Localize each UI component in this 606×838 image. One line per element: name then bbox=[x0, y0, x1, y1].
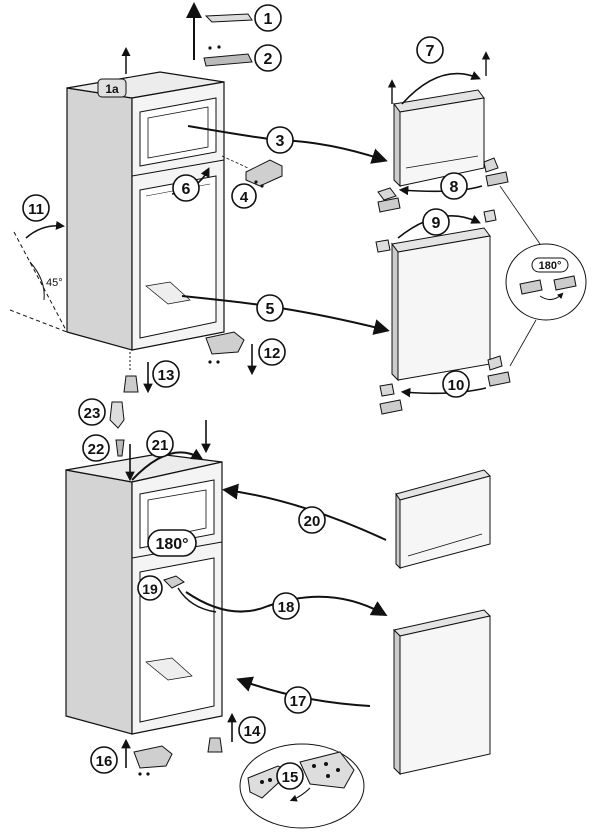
callout-11: 11 bbox=[22, 194, 50, 222]
callout-6: 6 bbox=[172, 174, 200, 202]
callout-21: 21 bbox=[146, 430, 174, 458]
fridge-door-bottom bbox=[393, 609, 491, 776]
callout-10: 10 bbox=[442, 370, 470, 398]
callout-17: 17 bbox=[284, 686, 312, 714]
svg-text:10: 10 bbox=[448, 377, 465, 394]
svg-text:5: 5 bbox=[266, 301, 275, 318]
callout-1: 1 bbox=[254, 4, 282, 32]
svg-text:19: 19 bbox=[142, 581, 158, 597]
arrow-20 bbox=[222, 483, 387, 541]
callout-2: 2 bbox=[254, 44, 282, 72]
svg-text:15: 15 bbox=[282, 769, 299, 786]
callout-9: 9 bbox=[422, 208, 450, 236]
svg-text:1: 1 bbox=[264, 11, 273, 28]
callout-1a: 1a bbox=[105, 82, 119, 96]
svg-text:1a: 1a bbox=[105, 82, 119, 96]
callout-19: 19 bbox=[137, 575, 163, 601]
svg-text:18: 18 bbox=[278, 599, 295, 616]
svg-text:11: 11 bbox=[28, 201, 44, 218]
svg-text:12: 12 bbox=[264, 345, 281, 362]
freezer-door-bottom bbox=[395, 469, 491, 570]
svg-text:16: 16 bbox=[96, 753, 113, 770]
callout-8: 8 bbox=[440, 172, 468, 200]
svg-text:9: 9 bbox=[432, 215, 441, 232]
callout-23: 23 bbox=[78, 398, 106, 426]
rotate-label-top: 180° bbox=[539, 260, 562, 272]
rotate-badge-bottom: 180° bbox=[147, 529, 197, 557]
svg-text:3: 3 bbox=[276, 133, 285, 150]
detail-circle-rotate bbox=[499, 185, 587, 367]
callout-7: 7 bbox=[416, 36, 444, 64]
angle-label: 45° bbox=[46, 277, 63, 289]
svg-text:22: 22 bbox=[88, 441, 105, 458]
svg-text:13: 13 bbox=[158, 367, 175, 384]
callout-5: 5 bbox=[256, 294, 284, 322]
callout-22: 22 bbox=[82, 434, 110, 462]
callout-3: 3 bbox=[266, 126, 294, 154]
callout-4: 4 bbox=[231, 183, 257, 209]
svg-text:23: 23 bbox=[84, 405, 101, 422]
svg-text:2: 2 bbox=[264, 51, 273, 68]
callout-20: 20 bbox=[298, 506, 326, 534]
callout-12: 12 bbox=[258, 338, 286, 366]
svg-text:7: 7 bbox=[426, 43, 435, 60]
callout-16: 16 bbox=[90, 746, 118, 774]
svg-text:180°: 180° bbox=[155, 536, 188, 553]
callout-13: 13 bbox=[152, 360, 180, 388]
svg-text:14: 14 bbox=[244, 723, 261, 740]
svg-text:8: 8 bbox=[450, 179, 459, 196]
svg-text:4: 4 bbox=[240, 189, 249, 206]
callout-15: 15 bbox=[276, 762, 304, 790]
arrow-18 bbox=[185, 591, 388, 616]
freezer-door-top bbox=[377, 51, 509, 213]
callout-18: 18 bbox=[272, 592, 300, 620]
svg-text:6: 6 bbox=[182, 181, 191, 198]
callout-14: 14 bbox=[238, 716, 266, 744]
fridge-door-top bbox=[375, 209, 511, 415]
svg-text:20: 20 bbox=[304, 513, 321, 530]
fridge-bottom-illustration bbox=[65, 401, 237, 776]
svg-text:21: 21 bbox=[152, 437, 169, 454]
detail-ellipse-15 bbox=[239, 743, 365, 829]
svg-text:17: 17 bbox=[290, 693, 307, 710]
